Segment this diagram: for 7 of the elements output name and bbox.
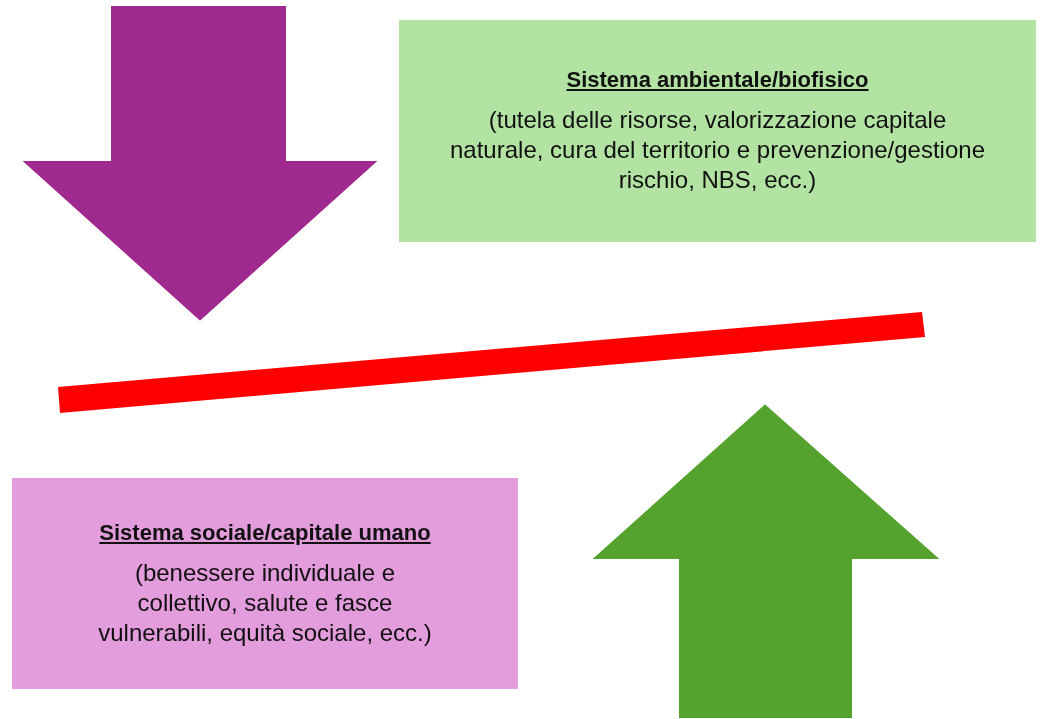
beam-bar (58, 312, 925, 413)
text-box (399, 20, 1036, 242)
text-box (12, 478, 518, 689)
box-description: (benessere individuale e collettivo, salute e fasce vulnerabili, equità sociale, ecc.) (97, 557, 433, 648)
box-heading: Sistema ambientale/biofisico (566, 67, 869, 93)
box-description: (tutela delle risorse, valorizzazione capitale naturale, cura del territorio e prevenzione/gestione rischio, NBS, ecc.) (449, 105, 986, 195)
box-heading: Sistema sociale/capitale umano (99, 519, 431, 546)
